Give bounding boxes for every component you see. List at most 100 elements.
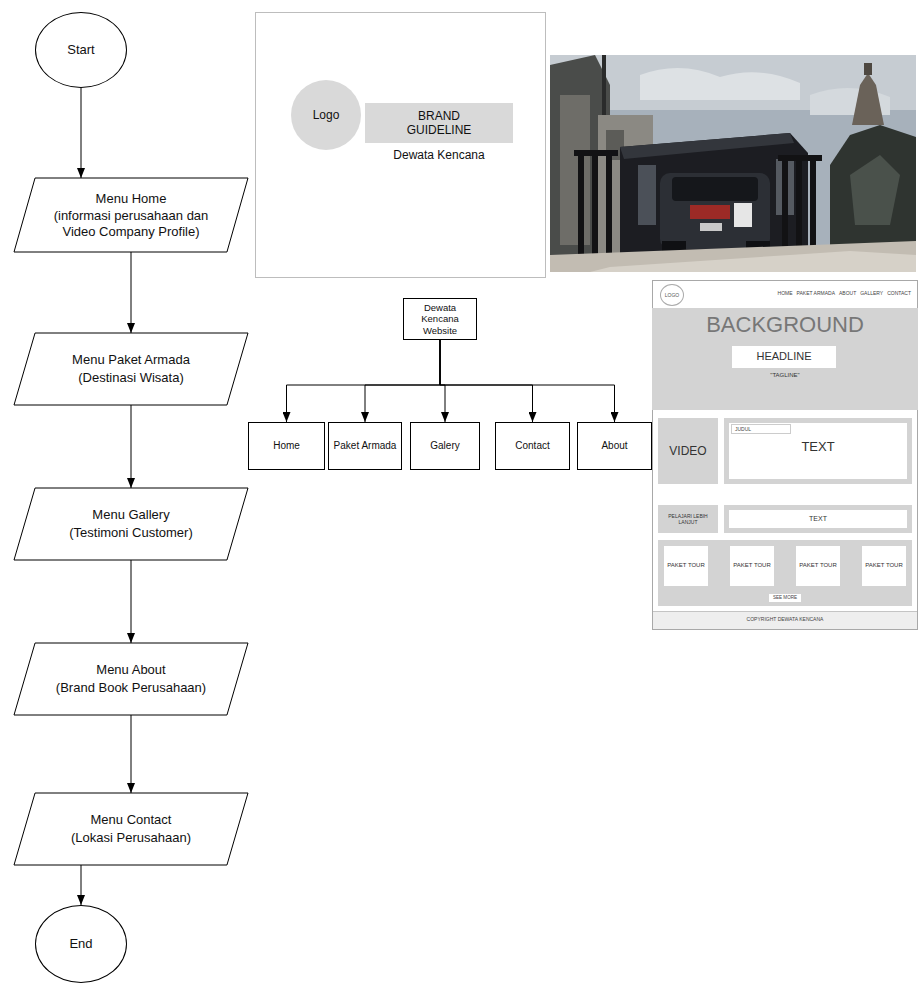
nav-item: HOME (778, 290, 793, 296)
brand-name-caption: Dewata Kencana (365, 148, 513, 162)
end-terminal: End (35, 905, 127, 983)
menu-io-box: Menu Gallery(Testimoni Customer) (14, 488, 248, 560)
photo-car (700, 223, 722, 231)
site-page-box: Home (248, 422, 325, 470)
photo-ground (550, 241, 916, 272)
site-page-box-text: Galery (430, 440, 459, 452)
start-terminal: Start (35, 12, 127, 88)
parallelogram-outline (14, 488, 248, 560)
wireframe-footer-rule (653, 611, 917, 612)
parallelogram-outline (14, 488, 248, 560)
photo-garage (638, 165, 656, 225)
package-tour-card-text: PAKET TOUR (799, 562, 837, 569)
wireframe-frame (653, 281, 918, 630)
start-terminal-text: Start (67, 42, 94, 58)
footer-copyright: COPYRIGHT DEWATA KENCANA (652, 616, 918, 622)
see-more-button-text: SEE MORE (773, 595, 797, 601)
flow-connector (365, 340, 440, 422)
brand-guideline-frame (256, 13, 546, 278)
hero-background-band-text: "TAGLINE" (652, 372, 918, 379)
wireframe-package-panel (658, 540, 912, 606)
menu-io-box-text: Menu Paket Armada (72, 352, 190, 368)
menu-io-box: Menu Contact(Lokasi Perusahaan) (14, 793, 248, 865)
learn-more-button: PELAJARI LEBIH LANJUT (658, 505, 718, 533)
photo-right-gate (830, 125, 916, 255)
flow-connector (287, 340, 441, 422)
wireframe-nav: HOMEPAKET ARMADAABOUTGALLERYCONTACT (778, 290, 911, 296)
menu-io-box: Menu About (Brand Book Perusahaan) (14, 643, 248, 715)
photo-ground (590, 251, 916, 272)
menu-io-box-text: (Lokasi Perusahaan) (71, 830, 191, 846)
menu-io-box-text: (informasi perusahaan dan Video Company … (40, 208, 222, 239)
site-page-box: Paket Armada (328, 422, 402, 470)
photo-ground (550, 241, 916, 272)
flow-connector (131, 405, 132, 488)
photo-fence (578, 150, 584, 272)
photo-car (690, 205, 730, 219)
site-page-box: About (577, 422, 652, 470)
site-root-box: Dewata Kencana Website (403, 298, 477, 340)
site-page-box-text: Paket Armada (334, 440, 397, 452)
flow-connector (81, 865, 82, 905)
wireframe-logo-text: LOGO (665, 292, 679, 298)
site-page-box-text: Contact (515, 440, 549, 452)
hero-background-band: BACKGROUND "TAGLINE" HEADLINE (652, 308, 918, 410)
photo-car (734, 203, 752, 227)
menu-io-box: Menu Paket Armada (Destinasi Wisata) (14, 333, 248, 405)
site-page-box: Galery (410, 422, 480, 470)
package-tour-card: PAKET TOUR (862, 546, 906, 586)
learn-more-button-text: PELAJARI LEBIH LANJUT (661, 513, 715, 525)
package-tour-card: PAKET TOUR (730, 546, 774, 586)
photo-left-buildings (560, 95, 590, 245)
menu-io-box-text: Menu About (96, 662, 165, 678)
package-tour-card-text: PAKET TOUR (667, 562, 705, 569)
photo-car (660, 173, 770, 249)
parallelogram-outline (14, 333, 248, 405)
wireframe-logo: LOGO (660, 284, 684, 306)
flow-connector (131, 560, 132, 643)
package-tour-card-text: PAKET TOUR (865, 562, 903, 569)
site-root-box-text: Dewata Kencana Website (407, 302, 473, 336)
package-tour-card: PAKET TOUR (796, 546, 840, 586)
photo-right-gate (830, 63, 916, 255)
flow-connector (440, 340, 615, 422)
photo-garage (620, 133, 794, 159)
text-panel-text: TEXT (809, 515, 827, 523)
photo-car (672, 177, 758, 201)
photo-sky (550, 55, 916, 272)
menu-io-box-text: (Destinasi Wisata) (78, 370, 183, 386)
menu-io-box-text: Menu Gallery (92, 507, 169, 523)
parallelogram-outline (14, 643, 248, 715)
headline-box: HEADLINE (732, 346, 836, 368)
logo-circle-text: Logo (313, 108, 340, 122)
parallelogram-outline (14, 793, 248, 865)
parallelogram-outline (14, 643, 248, 715)
title-tag: JUDUL (731, 424, 791, 434)
headline-box-text: HEADLINE (756, 350, 811, 363)
video-placeholder: VIDEO (658, 418, 718, 484)
photo-fence (574, 150, 618, 156)
wireframe-footer-band (653, 611, 917, 629)
photo-car (660, 173, 770, 257)
package-tour-card: PAKET TOUR (664, 546, 708, 586)
site-page-box: Contact (495, 422, 570, 470)
text-panel-text: TEXT (729, 439, 907, 455)
nav-item: GALLERY (860, 290, 883, 296)
parallelogram-outline (14, 793, 248, 865)
photo-right-gate (850, 155, 900, 225)
hero-background-band-text: BACKGROUND (652, 312, 918, 338)
video-placeholder-text: VIDEO (669, 444, 706, 458)
menu-io-box-text: (Brand Book Perusahaan) (56, 680, 206, 696)
flow-connector (440, 340, 533, 422)
text-panel: TEXT (724, 505, 912, 533)
garage-photo (550, 55, 916, 272)
flow-connector (131, 715, 132, 793)
site-page-box-text: About (601, 440, 627, 452)
photo-sky (640, 68, 800, 100)
photo-fence (778, 155, 822, 161)
brand-guideline-bar-text: BRAND GUIDELINE (399, 109, 479, 138)
title-tag-text: JUDUL (735, 426, 751, 432)
logo-circle: Logo (291, 80, 361, 150)
see-more-button: SEE MORE (769, 594, 801, 602)
